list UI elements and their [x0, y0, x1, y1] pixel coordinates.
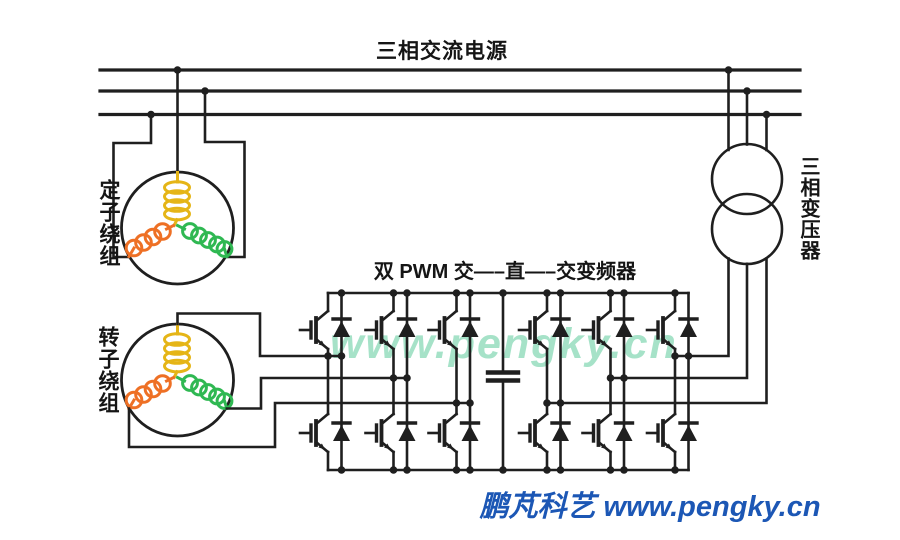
converter-leg-3: [426, 291, 481, 472]
rotor-winding-symbol: [120, 322, 235, 438]
converter-leg-6: [645, 291, 699, 472]
source-title: 三相交流电源: [376, 40, 508, 63]
converter-leg-1: [298, 291, 352, 472]
stator-winding-label: 定子绕组: [97, 179, 120, 267]
transformer-primary-coil: [710, 142, 784, 216]
transformer: [545, 68, 784, 405]
rotor-winding: [120, 322, 235, 438]
pwm-converter: [298, 291, 699, 472]
rotor-winding-label: 转子绕组: [96, 326, 119, 414]
transformer-secondary-coil: [710, 192, 784, 266]
converter-leg-4: [517, 291, 571, 472]
stator-winding: [120, 170, 235, 286]
stator-feed-wires: [112, 68, 246, 259]
three-phase-bus: [98, 68, 802, 117]
dc-link-capacitor: [485, 291, 521, 472]
transformer-label: 三相变压器: [797, 156, 819, 261]
converter-label: 双 PWM 交—–直—–交变频器: [373, 261, 637, 283]
footer-brand-text: 鹏芃科艺 www.pengky.cn: [479, 491, 821, 523]
rotor-to-converter-wires: [127, 312, 472, 449]
junction-dots: [147, 66, 771, 474]
circuit-wires: [98, 66, 802, 474]
